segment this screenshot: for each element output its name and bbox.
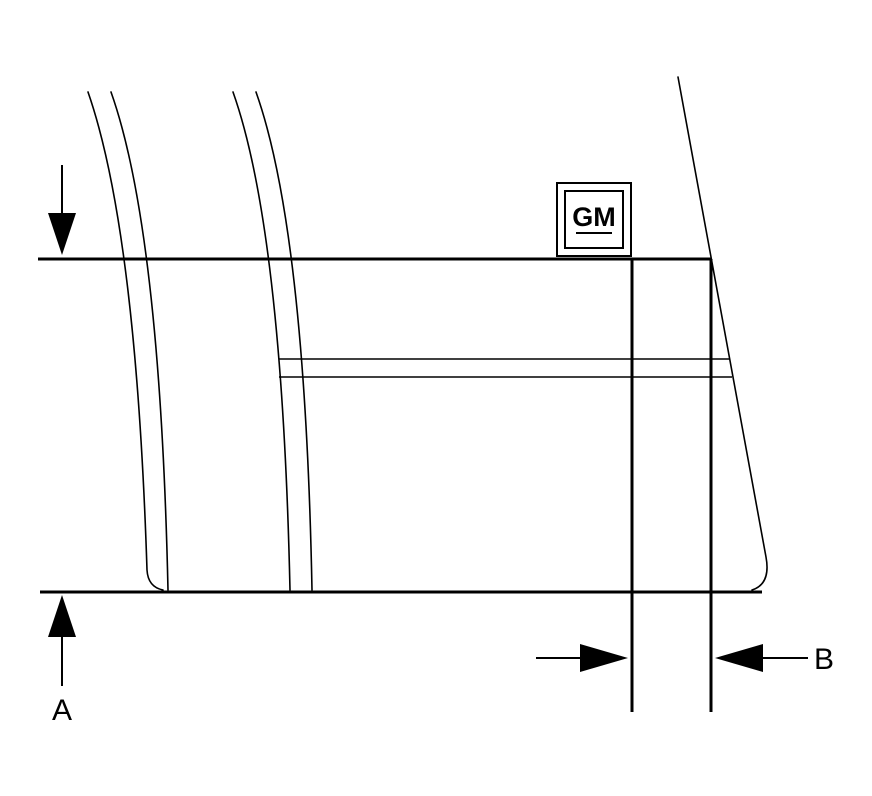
emblem-inner-frame [564,190,624,249]
panel-outline [87,76,768,591]
dimension-b-arrows [536,644,808,672]
door-edge-curve-2 [255,91,313,591]
right-arrow-icon [580,644,628,672]
up-arrow-icon [48,595,76,637]
wheel-arch-outer-curve [87,91,164,591]
label-a: A [52,694,72,727]
door-edge-curve-1 [232,91,291,591]
emblem-logo-text: GM [572,202,616,232]
rear-edge-line [677,76,768,591]
gm-emblem: GM [556,182,632,257]
dimension-a-arrows [48,165,76,686]
reference-lines [38,257,762,712]
left-arrow-icon [715,644,763,672]
down-arrow-icon [48,213,76,255]
emblem-outer-frame [556,182,632,257]
body-side-molding [279,358,732,378]
wheel-arch-inner-curve [110,91,169,591]
label-b: B [814,643,834,676]
